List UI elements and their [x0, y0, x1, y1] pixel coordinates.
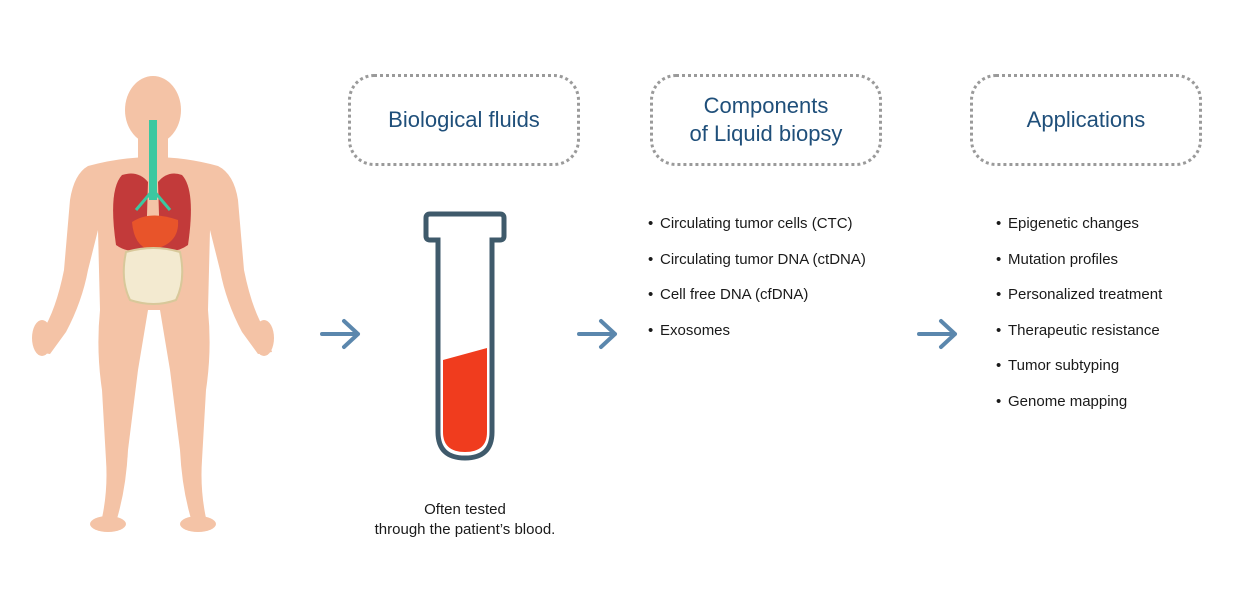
list-item: •Circulating tumor cells (CTC)	[648, 215, 853, 232]
applications-box: Applications	[970, 74, 1202, 166]
tube-caption: Often tested through the patient’s blood…	[374, 501, 556, 538]
blood-test-tube-icon	[423, 211, 507, 461]
list-item: •Tumor subtyping	[996, 357, 1120, 375]
list-item: •Exosomes	[648, 321, 731, 339]
list-item: •Therapeutic resistance	[996, 321, 1160, 339]
components-list: •Circulating tumor cells (CTC) •Circulat…	[648, 215, 928, 357]
list-item: •Cell free DNA (cfDNA)	[648, 286, 809, 304]
applications-list: •Epigenetic changes •Mutation profiles •…	[996, 215, 1226, 429]
applications-title: Applications	[1026, 107, 1146, 132]
components-title: Components of Liquid biopsy	[689, 93, 843, 146]
biological-fluids-title: Biological fluids	[388, 107, 540, 132]
list-item: •Mutation profiles	[996, 250, 1119, 268]
arrow-right-icon	[320, 319, 360, 349]
arrow-right-icon	[577, 319, 617, 349]
list-item: •Personalized treatment	[996, 286, 1163, 304]
list-item: •Genome mapping	[996, 392, 1128, 410]
list-item: •Circulating tumor DNA (ctDNA)	[648, 250, 866, 268]
arrow-right-icon	[917, 319, 957, 349]
human-body-illustration	[32, 76, 274, 532]
list-item: •Epigenetic changes	[996, 215, 1139, 232]
components-box: Components of Liquid biopsy	[650, 74, 882, 166]
biological-fluids-box: Biological fluids	[348, 74, 580, 166]
